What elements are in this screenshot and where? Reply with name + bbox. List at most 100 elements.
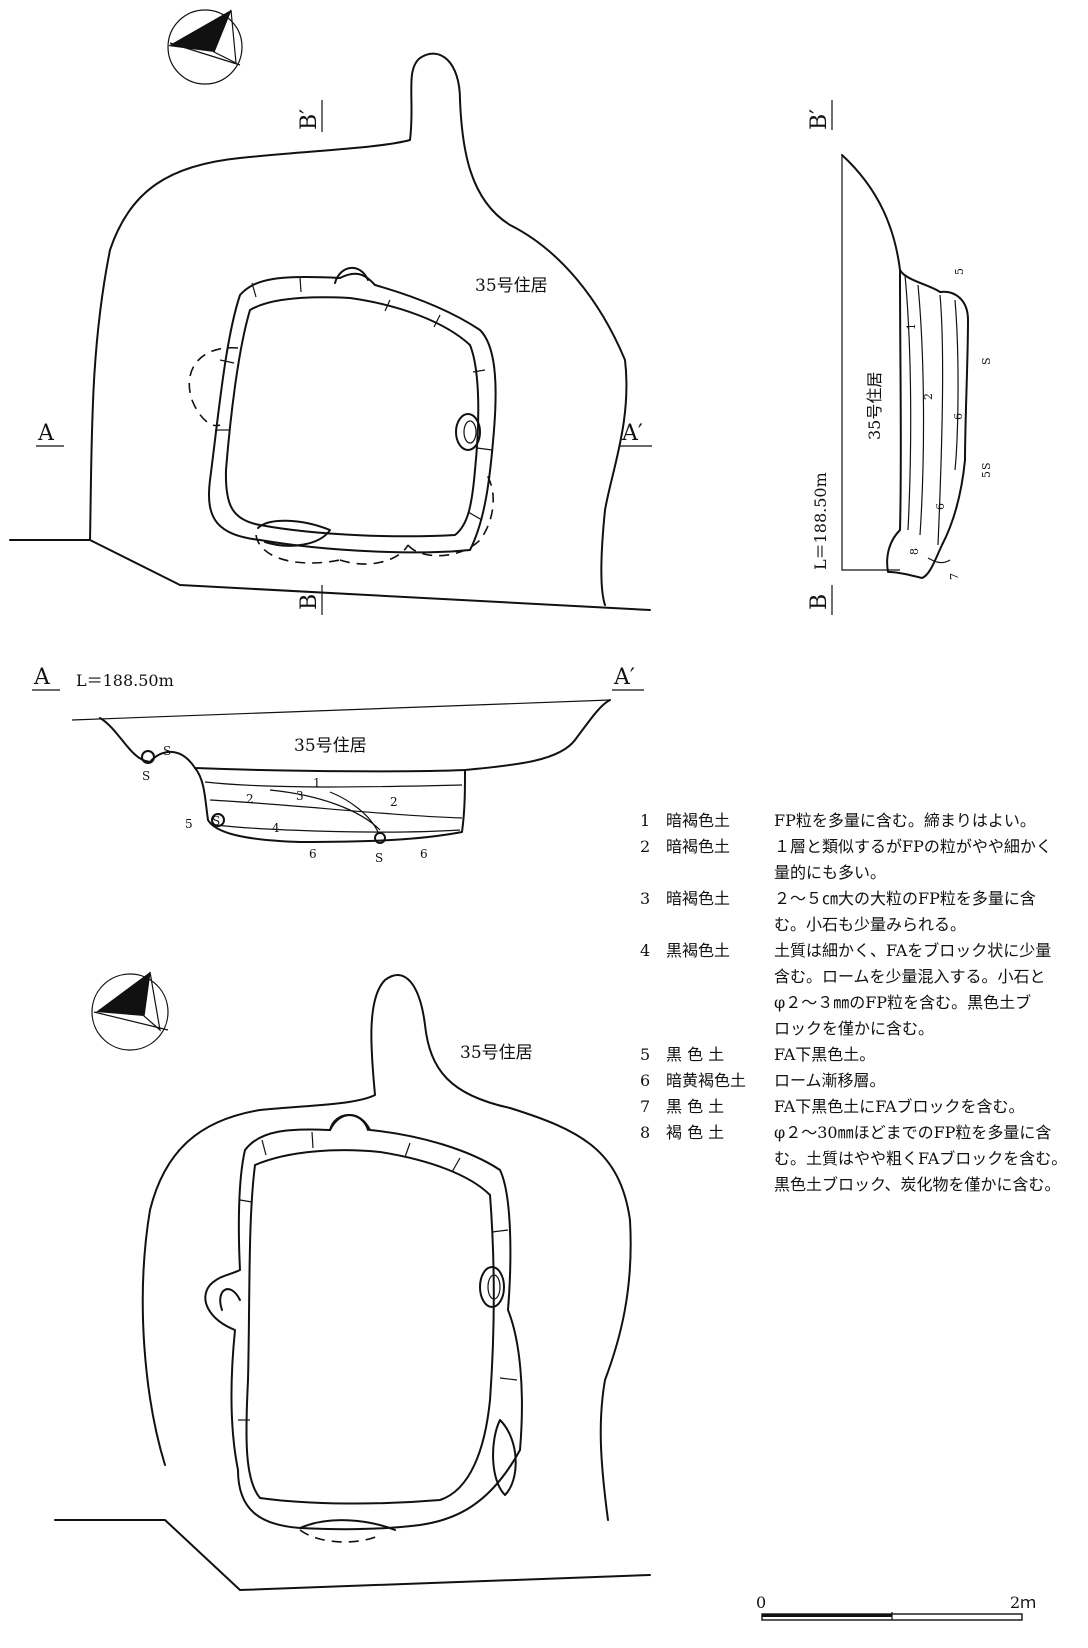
edge-line	[9, 539, 651, 611]
section-b-elevation: L＝188.50m	[811, 472, 830, 570]
legend-description-continued: 含む。ロームを少量混入する。小石と	[774, 967, 1046, 986]
legend-soil-name: 褐 色 土	[666, 1123, 725, 1142]
svg-text:S: S	[212, 814, 220, 828]
older-pit-west	[188, 347, 239, 427]
svg-text:5: 5	[953, 268, 966, 275]
legend-description: 土質は細かく、FAをブロック状に少量	[774, 941, 1052, 960]
svg-text:8: 8	[908, 548, 921, 555]
section-label-a-prime: A′	[621, 421, 643, 446]
svg-text:5: 5	[185, 817, 193, 831]
section-a-house-label: 35号住居	[294, 736, 367, 756]
svg-text:S: S	[142, 769, 150, 783]
dwelling-inner-floor-lower	[245, 1149, 495, 1505]
legend-number: 8	[640, 1123, 651, 1142]
svg-text:2: 2	[246, 792, 254, 806]
hearth-pit	[455, 413, 481, 451]
legend-number: 4	[640, 941, 651, 960]
legend-description-continued: む。小石も少量みられる。	[774, 915, 967, 934]
legend-description: φ２～30㎜ほどまでのFP粒を多量に含	[774, 1123, 1052, 1142]
north-arrow-icon	[91, 971, 169, 1051]
section-a-layer-numbers: 1 2 3 2 4 5 6 6 S S S S	[142, 744, 428, 865]
wall-hatching-lower	[238, 1131, 518, 1421]
scale-end: 2ｍ	[1010, 1593, 1036, 1612]
svg-text:6: 6	[952, 413, 965, 420]
svg-text:4: 4	[272, 821, 280, 835]
legend-description-continued: 量的にも多い。	[774, 863, 887, 882]
section-label-b-prime-top: B′	[297, 109, 322, 130]
legend-number: 1	[640, 811, 651, 830]
legend-item: 6 暗黄褐色土 ローム漸移層。	[640, 1068, 1088, 1094]
legend-soil-name: 黒 色 土	[666, 1045, 725, 1064]
section-b-layer-numbers: 1 2 5 6 5 6 8 7 S S	[905, 268, 993, 580]
dwelling-inner-floor	[224, 296, 480, 538]
north-arrow-icon	[167, 9, 243, 85]
wall-hatching	[215, 276, 493, 521]
small-pit-top	[334, 267, 369, 284]
legend-description-continued: む。土質はやや粗くFAブロックを含む。	[774, 1149, 1068, 1168]
section-a: A L＝188.50m A′ 35号住居 1 2 3 2 4 5 6 6 S S…	[32, 665, 644, 865]
legend-soil-name: 暗褐色土	[666, 889, 731, 908]
outer-pit-outline	[19, 52, 628, 606]
dwelling-outer-wall-lower	[204, 1114, 523, 1531]
outer-pit-outline-lower	[141, 974, 632, 1521]
legend-description-continued: 黒色土ブロック、炭化物を僅かに含む。	[774, 1175, 1061, 1194]
south-pit	[257, 519, 331, 547]
svg-text:1: 1	[313, 776, 321, 790]
svg-text:S: S	[980, 462, 993, 470]
east-pit-lower	[492, 1419, 517, 1496]
section-a-ground-line	[71, 699, 611, 721]
small-pit-top-lower	[329, 1114, 369, 1131]
section-b-label: B	[807, 594, 832, 610]
legend-item: 3 暗褐色土 ２～５㎝大の大粒のFP粒を多量に含	[640, 886, 1088, 912]
section-a-label: A	[33, 665, 51, 690]
svg-text:1: 1	[905, 323, 918, 330]
dwelling-outer-wall	[208, 272, 497, 554]
legend-number: 6	[640, 1071, 651, 1090]
svg-text:S: S	[163, 744, 171, 758]
svg-text:6: 6	[420, 847, 428, 861]
legend-soil-name: 黒褐色土	[666, 941, 731, 960]
older-pit-lower	[299, 1529, 381, 1543]
svg-text:S: S	[375, 851, 383, 865]
section-b-house-label: 35号住居	[865, 372, 884, 440]
hearth-pit-lower	[479, 1266, 505, 1308]
scale-bar: 0 2ｍ	[756, 1593, 1036, 1621]
legend-description: FA下黒色土。	[774, 1045, 876, 1064]
legend-description: ローム漸移層。	[774, 1071, 886, 1090]
legend-soil-name: 黒 色 土	[666, 1097, 725, 1116]
section-a-elevation: L＝188.50m	[76, 671, 174, 690]
svg-text:2: 2	[922, 393, 935, 400]
legend-number: 2	[640, 837, 651, 856]
legend-number: 7	[640, 1097, 651, 1116]
legend-description: １層と類似するがFPの粒がやや細かく	[774, 837, 1052, 856]
svg-text:3: 3	[296, 789, 304, 803]
house-label-lower: 35号住居	[460, 1043, 533, 1063]
edge-line-lower	[54, 1519, 651, 1591]
legend-description-continued: ロックを僅かに含む。	[774, 1019, 935, 1038]
section-b-prime-label: B′	[807, 109, 832, 130]
legend-description: FP粒を多量に含む。締まりはよい。	[774, 811, 1036, 830]
legend-soil-name: 暗黄褐色土	[666, 1071, 747, 1090]
legend-soil-name: 暗褐色土	[666, 837, 731, 856]
legend-number: 3	[640, 889, 651, 908]
section-label-a: A	[37, 421, 55, 446]
plan-view-upper: 35号住居 A A′ B′ B	[9, 9, 652, 615]
section-b-profile	[841, 154, 969, 579]
legend-item: 2 暗褐色土 １層と類似するがFPの粒がやや細かく	[640, 834, 1088, 860]
svg-text:5: 5	[980, 471, 993, 478]
section-a-prime-label: A′	[613, 665, 635, 690]
south-pit-lower	[299, 1519, 396, 1531]
section-b: B′ B L＝188.50m 35号住居 1 2 5 6 5 6 8 7 S S	[807, 100, 993, 615]
older-pit-south-2	[339, 544, 409, 565]
west-alcove-lower	[219, 1288, 241, 1311]
svg-text:6: 6	[934, 503, 947, 510]
legend-description: ２～５㎝大の大粒のFP粒を多量に含	[774, 889, 1036, 908]
svg-text:7: 7	[948, 573, 961, 580]
plan-view-lower: 35号住居	[54, 971, 651, 1591]
legend-description-continued: φ２～３㎜のFP粒を含む。黒色土ブ	[774, 993, 1032, 1012]
